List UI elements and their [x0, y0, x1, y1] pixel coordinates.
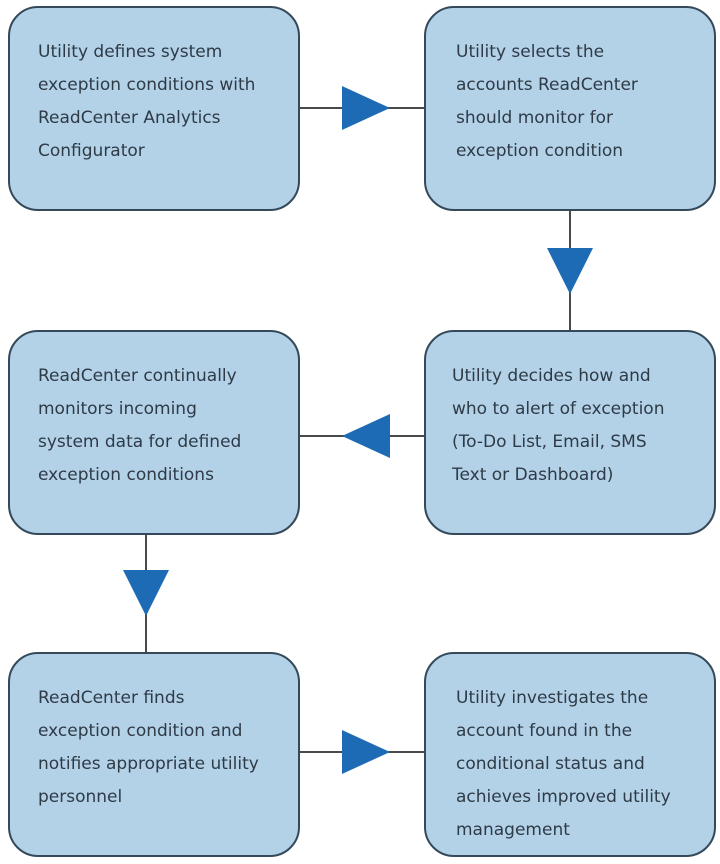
arrow-left-icon: [342, 414, 390, 458]
connector-decide-to-monitor: [300, 414, 424, 458]
connector-define-to-select: [300, 86, 424, 130]
step-find-and-notify: ReadCenter finds exception condition and…: [8, 652, 300, 857]
arrow-down-icon: [123, 570, 169, 616]
arrow-down-icon: [547, 248, 593, 294]
connector-find-to-investigate: [300, 730, 424, 774]
connector-select-to-decide: [547, 211, 593, 330]
step-investigate-account: Utility investigates the account found i…: [424, 652, 716, 857]
step-define-conditions: Utility defines system exception conditi…: [8, 6, 300, 211]
step-monitor-data: ReadCenter continually monitors incoming…: [8, 330, 300, 535]
arrow-right-icon: [342, 86, 390, 130]
step-select-accounts: Utility selects the accounts ReadCenter …: [424, 6, 716, 211]
arrow-right-icon: [342, 730, 390, 774]
step-decide-alerts: Utility decides how and who to alert of …: [424, 330, 716, 535]
connector-monitor-to-find: [123, 535, 169, 652]
